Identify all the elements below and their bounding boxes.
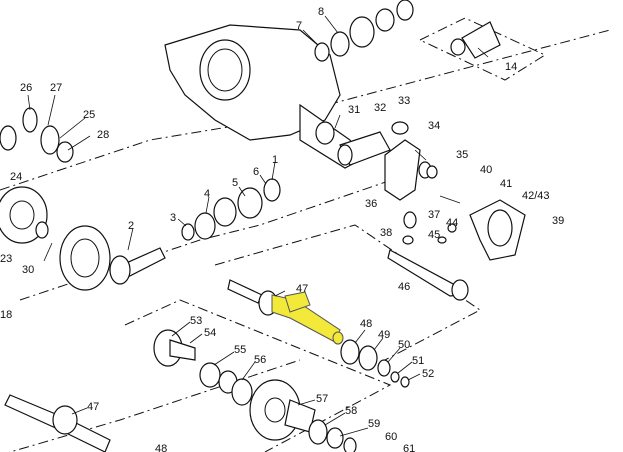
callout-7: 7 — [296, 20, 302, 32]
callout-35: 35 — [456, 149, 468, 161]
axle-tube — [337, 131, 391, 166]
callout-18: 18 — [0, 309, 12, 321]
callout-55: 55 — [234, 344, 246, 356]
callout-56: 56 — [254, 354, 266, 366]
callout-26: 26 — [20, 82, 32, 94]
callout-47-lower: 47 — [87, 401, 99, 413]
callout-57: 57 — [316, 393, 328, 405]
callout-54: 54 — [204, 327, 216, 339]
tie-rod — [387, 249, 469, 301]
callout-23: 23 — [0, 253, 12, 265]
differential-case — [0, 186, 49, 244]
callout-4: 4 — [204, 188, 210, 200]
callout-6: 6 — [253, 166, 259, 178]
callout-46: 46 — [398, 281, 410, 293]
callout-52: 52 — [422, 368, 434, 380]
cover-plate — [450, 21, 501, 59]
callout-36: 36 — [365, 198, 377, 210]
callout-41: 41 — [500, 178, 512, 190]
callout-51: 51 — [412, 355, 424, 367]
callout-32: 32 — [374, 102, 386, 114]
steering-arm — [469, 199, 526, 261]
drive-flange — [153, 329, 196, 367]
pinion-bearing-stack — [181, 178, 281, 241]
callout-31: 31 — [348, 104, 360, 116]
callout-2: 2 — [128, 220, 134, 232]
callout-44: 44 — [446, 217, 458, 229]
callout-59: 59 — [368, 418, 380, 430]
hub-seals — [199, 362, 253, 406]
side-gears — [0, 107, 74, 163]
callouts: 1 2 3 4 5 6 7 8 14 18 23 24 25 26 27 28 … — [0, 6, 564, 452]
callout-40: 40 — [480, 164, 492, 176]
callout-50: 50 — [398, 339, 410, 351]
callout-37: 37 — [428, 209, 440, 221]
callout-38: 38 — [380, 227, 392, 239]
ring-and-pinion — [59, 225, 166, 291]
callout-28: 28 — [97, 129, 109, 141]
callout-49: 49 — [378, 329, 390, 341]
callout-27: 27 — [50, 82, 62, 94]
callout-39: 39 — [552, 215, 564, 227]
callout-48-upper: 48 — [360, 318, 372, 330]
callout-30: 30 — [22, 264, 34, 276]
outer-bearing-stack — [308, 419, 357, 452]
callout-61: 61 — [403, 443, 415, 452]
callout-24: 24 — [10, 171, 22, 183]
callout-14: 14 — [505, 61, 517, 73]
callout-48-lower: 48 — [155, 443, 167, 452]
callout-34: 34 — [428, 120, 440, 132]
top-gears — [314, 0, 414, 62]
callout-33: 33 — [398, 95, 410, 107]
ball-joints — [402, 165, 457, 245]
callout-1: 1 — [272, 154, 278, 166]
callout-58: 58 — [345, 405, 357, 417]
leader-lines — [27, 15, 489, 437]
wheel-hub — [249, 379, 316, 441]
callout-45: 45 — [428, 229, 440, 241]
callout-47-upper: 47 — [296, 283, 308, 295]
callout-5: 5 — [232, 177, 238, 189]
callout-3: 3 — [170, 212, 176, 224]
callout-53: 53 — [190, 315, 202, 327]
lower-axle-shaft — [4, 394, 111, 452]
callout-42-43: 42/43 — [522, 190, 550, 202]
callout-25: 25 — [83, 109, 95, 121]
steering-knuckle — [384, 121, 432, 201]
callout-8: 8 — [318, 6, 324, 18]
callout-60: 60 — [385, 431, 397, 443]
shaft-bearing-stack — [340, 339, 410, 388]
axle-shaft-highlighted[interactable] — [227, 279, 344, 345]
